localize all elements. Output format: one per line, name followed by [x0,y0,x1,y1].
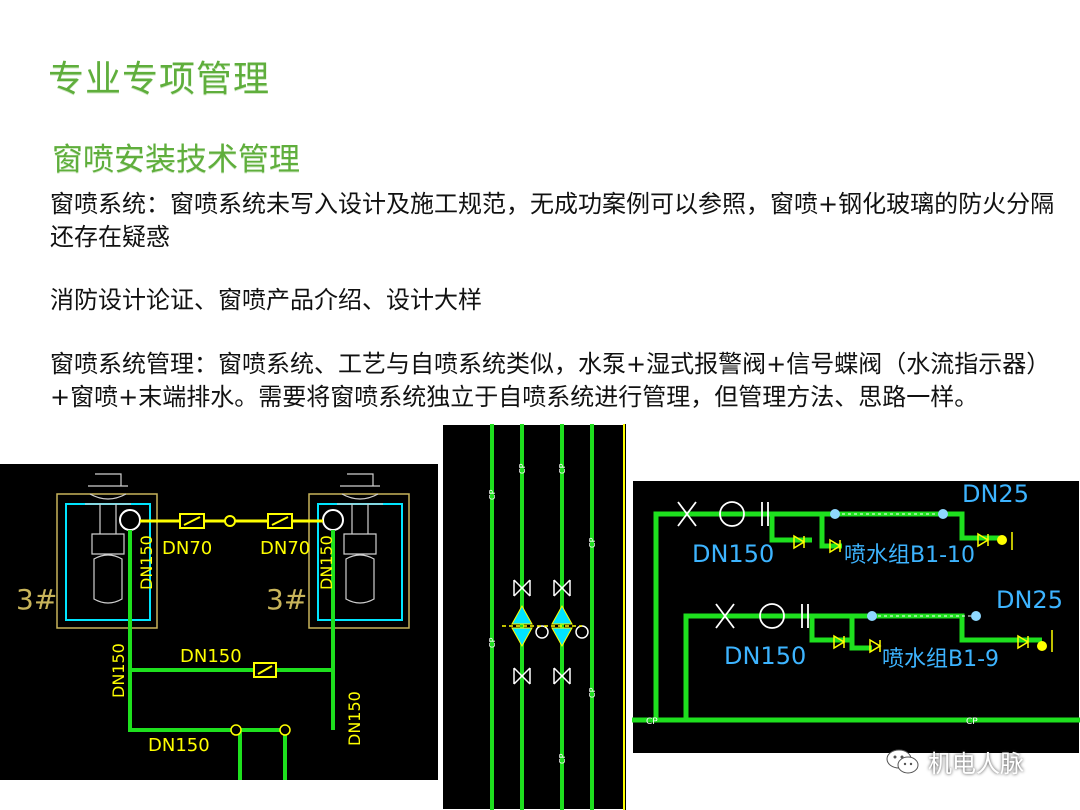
label-dn150-top: DN150 [692,540,774,568]
watermark: 机电人脉 [886,744,1024,779]
slide-title: 专业专项管理 [48,59,271,100]
label-dn70-right: DN70 [260,538,310,559]
label-cp-right-2: CP [966,717,978,727]
label-dn150-vertical-right: DN150 [345,691,364,746]
label-dn150-bottom: DN150 [148,735,210,756]
label-dn25-bottom: DN25 [996,586,1063,614]
label-dn150-riser-left: DN150 [137,535,156,590]
label-dn70-left: DN70 [162,538,212,559]
slide-subtitle: 窗喷安装技术管理 [52,142,300,178]
label-dn150-riser-right: DN150 [317,535,336,590]
paragraph-design-docs: 消防设计论证、窗喷产品介绍、设计大样 [50,286,482,314]
label-dn150-header: DN150 [180,646,242,667]
label-dn150-vertical-left: DN150 [109,643,128,698]
label-cp-right-1: CP [646,717,658,727]
label-3-left: 3# [16,583,57,616]
label-cp-2: CP [518,463,527,474]
label-cp-6: CP [588,687,597,698]
label-3-right: 3# [266,583,307,616]
paragraph-system-description: 窗喷系统：窗喷系统未写入设计及施工规范，无成功案例可以参照，窗喷+钢化玻璃的防火… [50,190,1055,251]
label-dn150-bottom: DN150 [724,642,806,670]
cad-drawing-pump-room: 3# DN70 DN70 DN150 3# DN150 DN150 DN150 … [0,464,438,780]
label-cp-5: CP [488,637,497,648]
label-cp-1: CP [488,489,497,500]
label-cp-7: CP [558,753,567,764]
label-dn25-top: DN25 [962,480,1029,508]
cad-drawing-valve-riser: CP CP CP CP CP CP CP [442,424,626,810]
paragraph-system-management: 窗喷系统管理：窗喷系统、工艺与自喷系统类似，水泵+湿式报警阀+信号蝶阀（水流指示… [50,350,1051,411]
cad-drawing-window-sprinkler-zones: DN25 DN150 喷水组B1-10 DN25 DN150 喷水组B1-9 C… [632,480,1080,754]
wechat-icon [886,748,920,776]
label-cp-4: CP [588,537,597,548]
label-zone-b1-9: 喷水组B1-9 [882,647,999,672]
label-zone-b1-10: 喷水组B1-10 [844,543,975,568]
label-cp-3: CP [558,463,567,474]
watermark-text: 机电人脉 [928,750,1024,778]
